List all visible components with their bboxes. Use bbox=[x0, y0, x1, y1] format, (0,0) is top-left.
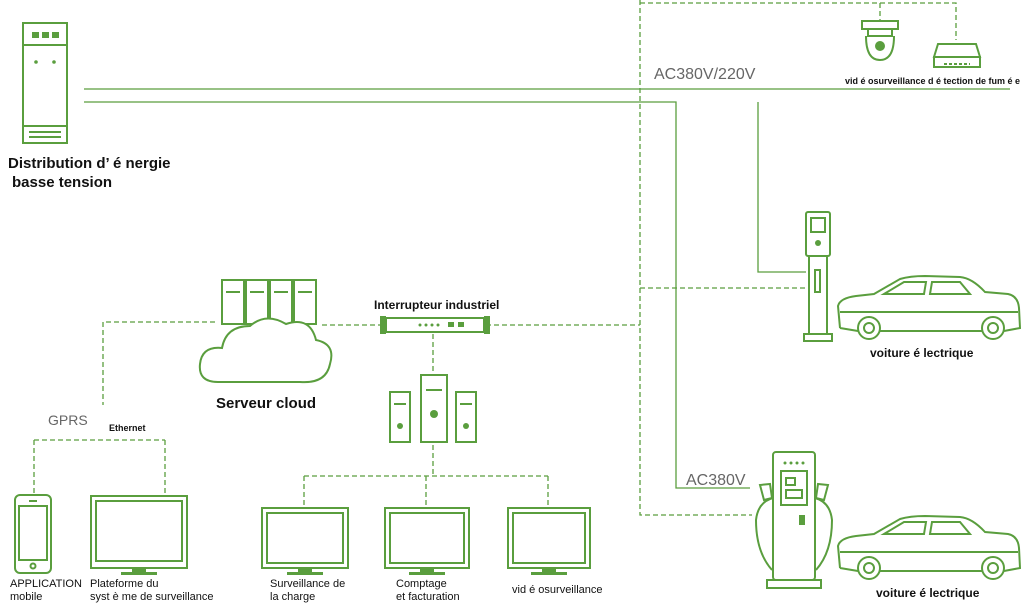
monitor-icon-platform bbox=[90, 495, 188, 575]
voltage-label-ac380-220: AC380V/220V bbox=[654, 66, 756, 83]
platform-label-line2: syst è me de surveillance bbox=[90, 591, 214, 603]
smoke-detector-icon bbox=[932, 43, 982, 68]
platform-label: Plateforme du bbox=[90, 578, 159, 590]
voltage-label-ac380: AC380V bbox=[686, 472, 746, 489]
camera-label: vid é osurveillance bbox=[845, 76, 926, 86]
monitor-icon-charge bbox=[261, 507, 349, 575]
charging-post-icon bbox=[803, 211, 833, 342]
electric-car-icon-top bbox=[836, 274, 1022, 340]
dome-camera-icon bbox=[861, 20, 899, 62]
distribution-label-line2: basse tension bbox=[12, 174, 113, 191]
monitor-icon-billing bbox=[384, 507, 470, 575]
cloud-server-icon bbox=[198, 279, 333, 384]
electric-car-icon-bottom bbox=[836, 514, 1022, 580]
charge-monitoring-label-line2: la charge bbox=[270, 591, 316, 603]
video-surveillance-label: vid é osurveillance bbox=[512, 584, 603, 596]
app-label-line2: mobile bbox=[10, 591, 43, 603]
gprs-label: GPRS bbox=[48, 412, 88, 428]
network-lines bbox=[33, 0, 957, 516]
smoke-detection-label: d é tection de fum é e bbox=[928, 76, 1021, 86]
monitor-icon-video bbox=[507, 507, 591, 575]
cloud-label: Serveur cloud bbox=[216, 395, 317, 412]
industrial-switch-icon bbox=[380, 316, 490, 334]
app-label: APPLICATION bbox=[10, 578, 82, 590]
charge-monitoring-label: Surveillance de bbox=[270, 578, 346, 590]
ethernet-label: Ethernet bbox=[109, 423, 146, 433]
distribution-cabinet-icon bbox=[22, 22, 68, 144]
car-bottom-label: voiture é lectrique bbox=[876, 586, 980, 600]
power-lines bbox=[84, 88, 1010, 489]
switch-label: Interrupteur industriel bbox=[374, 298, 500, 312]
distribution-label: Distribution d’ é nergie bbox=[8, 155, 171, 172]
local-server-icon bbox=[389, 374, 477, 443]
dc-charger-icon bbox=[754, 451, 834, 589]
mobile-phone-icon bbox=[14, 494, 52, 574]
billing-label-line2: et facturation bbox=[396, 591, 460, 603]
car-top-label: voiture é lectrique bbox=[870, 346, 974, 360]
billing-label: Comptage bbox=[396, 578, 447, 590]
